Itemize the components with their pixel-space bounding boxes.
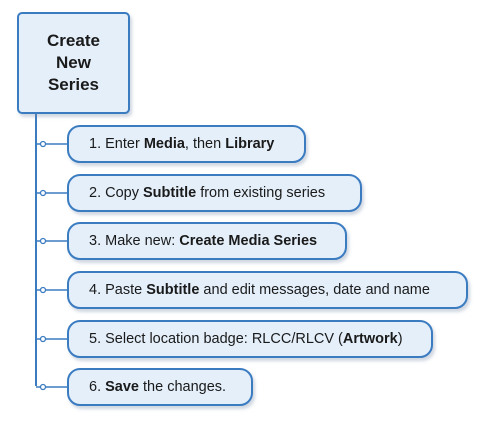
step-keyword: Library (225, 136, 275, 152)
step-keyword: Create Media Series (179, 233, 318, 249)
step-node-2[interactable]: 2. Copy Subtitle from existing series (67, 174, 362, 212)
step-text: the changes. (139, 379, 227, 395)
branch-dot-3 (39, 237, 47, 245)
branch-dot-4 (39, 286, 47, 294)
step-label-6: 6. Save the changes. (89, 379, 226, 395)
step-node-4[interactable]: 4. Paste Subtitle and edit messages, dat… (67, 271, 468, 309)
root-topic-title: Create New Series (47, 31, 100, 94)
root-topic-node[interactable]: Create New Series (17, 12, 130, 114)
step-keyword: Subtitle (143, 185, 197, 201)
branch-dot-1 (39, 140, 47, 148)
step-text: 6. (89, 379, 106, 395)
step-text: and edit messages, date and name (199, 282, 430, 298)
step-text: , then (184, 136, 226, 152)
step-node-1[interactable]: 1. Enter Media, then Library (67, 125, 306, 163)
step-label-1: 1. Enter Media, then Library (89, 136, 274, 152)
step-label-5: 5. Select location badge: RLCC/RLCV (Art… (89, 331, 403, 347)
step-node-3[interactable]: 3. Make new: Create Media Series (67, 222, 347, 260)
step-node-5[interactable]: 5. Select location badge: RLCC/RLCV (Art… (67, 320, 433, 358)
step-keyword: Save (105, 379, 139, 395)
step-label-2: 2. Copy Subtitle from existing series (89, 185, 325, 201)
branch-dot-5 (39, 335, 47, 343)
step-text: 5. Select location badge: RLCC/RLCV ( (89, 331, 343, 347)
step-node-6[interactable]: 6. Save the changes. (67, 368, 253, 406)
step-text: 3. Make new: (89, 233, 180, 249)
step-keyword: Media (143, 136, 185, 152)
step-text: from existing series (196, 185, 326, 201)
step-label-4: 4. Paste Subtitle and edit messages, dat… (89, 282, 430, 298)
branch-connectors (36, 140, 67, 391)
step-text: 4. Paste (89, 282, 147, 298)
step-keyword: Artwork (342, 331, 398, 347)
branch-dot-2 (39, 189, 47, 197)
step-label-3: 3. Make new: Create Media Series (89, 233, 317, 249)
step-text: 2. Copy (89, 185, 143, 201)
step-text: ) (397, 331, 403, 347)
branch-dot-6 (39, 383, 47, 391)
step-keyword: Subtitle (146, 282, 200, 298)
step-text: 1. Enter (89, 136, 144, 152)
